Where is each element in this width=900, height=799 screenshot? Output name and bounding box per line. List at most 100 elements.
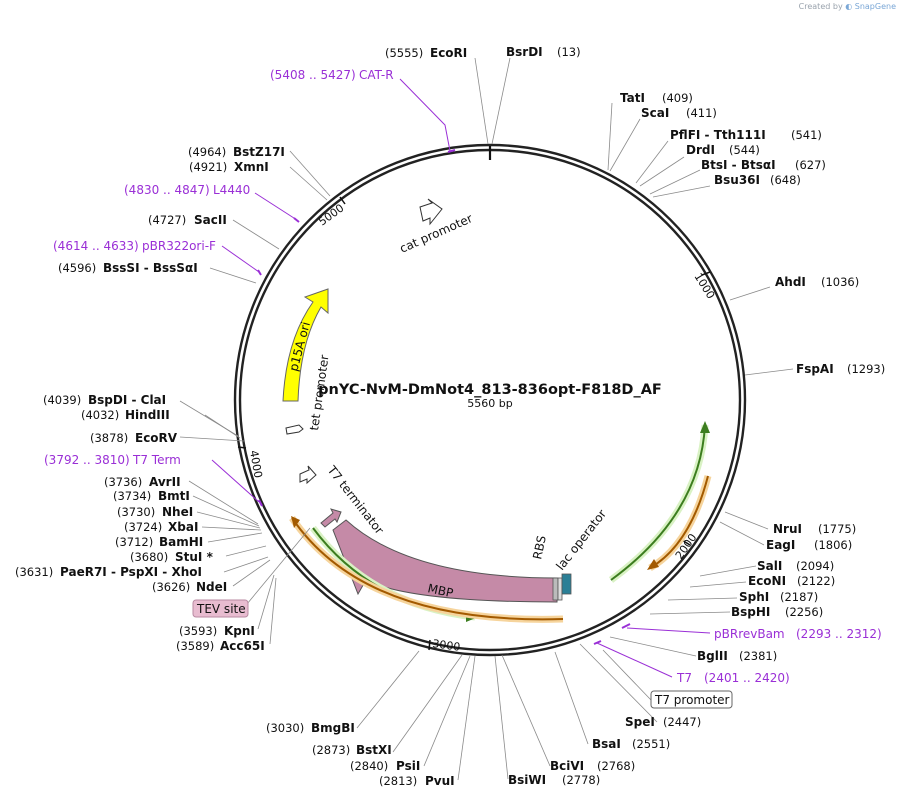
enzyme-name-pvui: PvuI <box>425 774 455 788</box>
enzyme-name-bglii: BglII <box>697 649 728 663</box>
enzyme-name-avrii: AvrII <box>149 475 181 489</box>
enzyme-name-btsi: BtsI - BtsαI <box>701 158 776 172</box>
ring-tick-4000: 4000 <box>247 449 265 479</box>
enzyme-pos-sacii: (4727) <box>148 213 186 227</box>
lac-operator-label: lac operator <box>553 507 609 573</box>
enzyme-name-ndei: NdeI <box>196 580 227 594</box>
orange-orf-right <box>649 475 709 569</box>
enzyme-pos-sphi: (2187) <box>780 590 818 604</box>
enzyme-pos-bstz17i: (4964) <box>188 145 226 159</box>
enzyme-pos-kpni: (3593) <box>179 624 217 638</box>
enzyme-pos-bsu36i: (648) <box>770 173 801 187</box>
tev-site-leader <box>246 527 311 605</box>
enzyme-name-bsu36i: Bsu36I <box>714 173 760 187</box>
enzyme-pos-fspai: (1293) <box>847 362 885 376</box>
enzyme-name-bcivi: BciVI <box>550 759 584 773</box>
enzyme-labels: (5555) EcoRI BsrDI (13) TatI (409) ScaI … <box>15 45 885 788</box>
tev-site-box <box>192 599 249 618</box>
primer-range-t7-term: (3792 .. 3810) <box>44 453 130 467</box>
enzyme-name-bmti: BmtI <box>158 489 190 503</box>
enzyme-pos-econi: (2122) <box>797 574 835 588</box>
t7-promoter-leader <box>602 649 652 701</box>
primer-range-t7: (2401 .. 2420) <box>704 671 790 685</box>
enzyme-leaders <box>179 57 794 781</box>
primer-labels: (5408 .. 5427) CAT-R (4830 .. 4847) L444… <box>44 68 882 685</box>
orange-orf-left <box>291 517 564 621</box>
enzyme-pos-ecori: (5555) <box>385 46 423 60</box>
enzyme-name-bsrdi: BsrDI <box>506 45 543 59</box>
enzyme-name-kpni: KpnI <box>224 624 255 638</box>
enzyme-name-bsiwi: BsiWI <box>508 773 546 787</box>
t7-term-site <box>258 499 263 507</box>
enzyme-name-psii: PsiI <box>396 759 420 773</box>
tev-site-arrow <box>320 508 342 528</box>
cat-r-site <box>447 149 456 153</box>
ring-tick-1000-mark <box>701 271 711 276</box>
enzyme-pos-xbai: (3724) <box>124 520 162 534</box>
enzyme-pos-bsrdi: (13) <box>557 45 581 59</box>
enzyme-name-paer7i: PaeR7I - PspXI - XhoI <box>60 565 202 579</box>
mbp-label: MBP <box>426 581 454 600</box>
primer-range-pbrrevbam: (2293 .. 2312) <box>796 627 882 641</box>
enzyme-name-scai: ScaI <box>641 106 669 120</box>
t7-terminator-arrow <box>299 465 317 485</box>
ring-tick-3000: 3000 <box>432 637 462 654</box>
enzyme-pos-ndei: (3626) <box>152 580 190 594</box>
pbr322ori-f-site <box>257 269 262 276</box>
green-orf-right-head <box>700 421 710 433</box>
enzyme-name-fspai: FspAI <box>796 362 834 376</box>
plasmid-length: 5560 bp <box>467 397 512 410</box>
tet-promoter-arrow <box>285 424 304 435</box>
primer-name-cat-r: CAT-R <box>359 68 394 82</box>
enzyme-pos-bsphi: (2256) <box>785 605 823 619</box>
enzyme-name-ecorv: EcoRV <box>135 431 178 445</box>
spacer-block <box>557 577 563 601</box>
enzyme-pos-stui: (3680) <box>130 550 168 564</box>
primer-range-cat-r: (5408 .. 5427) <box>270 68 356 82</box>
enzyme-name-sphi: SphI <box>739 590 769 604</box>
enzyme-name-pflfi: PflFI - Tth111I <box>670 128 766 142</box>
enzyme-pos-sali: (2094) <box>796 559 834 573</box>
t7-promoter-label: T7 promoter <box>654 693 730 707</box>
p15a-ori-arrow <box>282 288 329 402</box>
ring-tick-3000-mark <box>428 639 431 651</box>
enzyme-name-bsssi: BssSI - BssSαI <box>103 261 198 275</box>
enzyme-name-acc65i: Acc65I <box>220 639 265 653</box>
enzyme-name-bsphi: BspHI <box>731 605 770 619</box>
enzyme-pos-spei: (2447) <box>663 715 701 729</box>
primer-range-l4440: (4830 .. 4847) <box>124 183 210 197</box>
t7-promoter-box <box>650 690 733 709</box>
enzyme-name-tati: TatI <box>620 91 645 105</box>
t7-site <box>593 640 602 645</box>
enzyme-name-xbai: XbaI <box>168 520 198 534</box>
pbrrevbam-site <box>621 623 631 629</box>
enzyme-name-bspdi: BspDI - ClaI <box>88 393 166 407</box>
enzyme-pos-acc65i: (3589) <box>176 639 214 653</box>
enzyme-pos-bstxi: (2873) <box>312 743 350 757</box>
enzyme-pos-nhei: (3730) <box>117 505 155 519</box>
primer-name-t7-term: T7 Term <box>132 453 181 467</box>
enzyme-pos-bsssi: (4596) <box>58 261 96 275</box>
enzyme-pos-tati: (409) <box>662 91 693 105</box>
enzyme-name-hindiii: HindIII <box>125 408 170 422</box>
enzyme-name-bmgbi: BmgBI <box>311 721 355 735</box>
primer-name-l4440: L4440 <box>213 183 250 197</box>
enzyme-name-eagi: EagI <box>766 538 795 552</box>
green-orf-right <box>610 424 706 581</box>
primer-range-pbr322ori-f: (4614 .. 4633) <box>53 239 139 253</box>
t7-terminator-label: T7 terminator <box>324 462 387 537</box>
enzyme-pos-bamhi: (3712) <box>115 535 153 549</box>
enzyme-pos-scai: (411) <box>686 106 717 120</box>
primer-leaders <box>211 78 711 678</box>
enzyme-pos-bsai: (2551) <box>632 737 670 751</box>
enzyme-pos-bsiwi: (2778) <box>562 773 600 787</box>
enzyme-pos-bglii: (2381) <box>739 649 777 663</box>
credit-prefix: Created by <box>798 2 843 11</box>
enzyme-name-nrui: NruI <box>773 522 802 536</box>
lac-operator-block <box>561 573 572 595</box>
orange-orf-left-head <box>291 516 300 528</box>
enzyme-name-ahdi: AhdI <box>775 275 806 289</box>
enzyme-pos-bcivi: (2768) <box>597 759 635 773</box>
primer-name-pbr322ori-f: pBR322ori-F <box>142 239 216 253</box>
